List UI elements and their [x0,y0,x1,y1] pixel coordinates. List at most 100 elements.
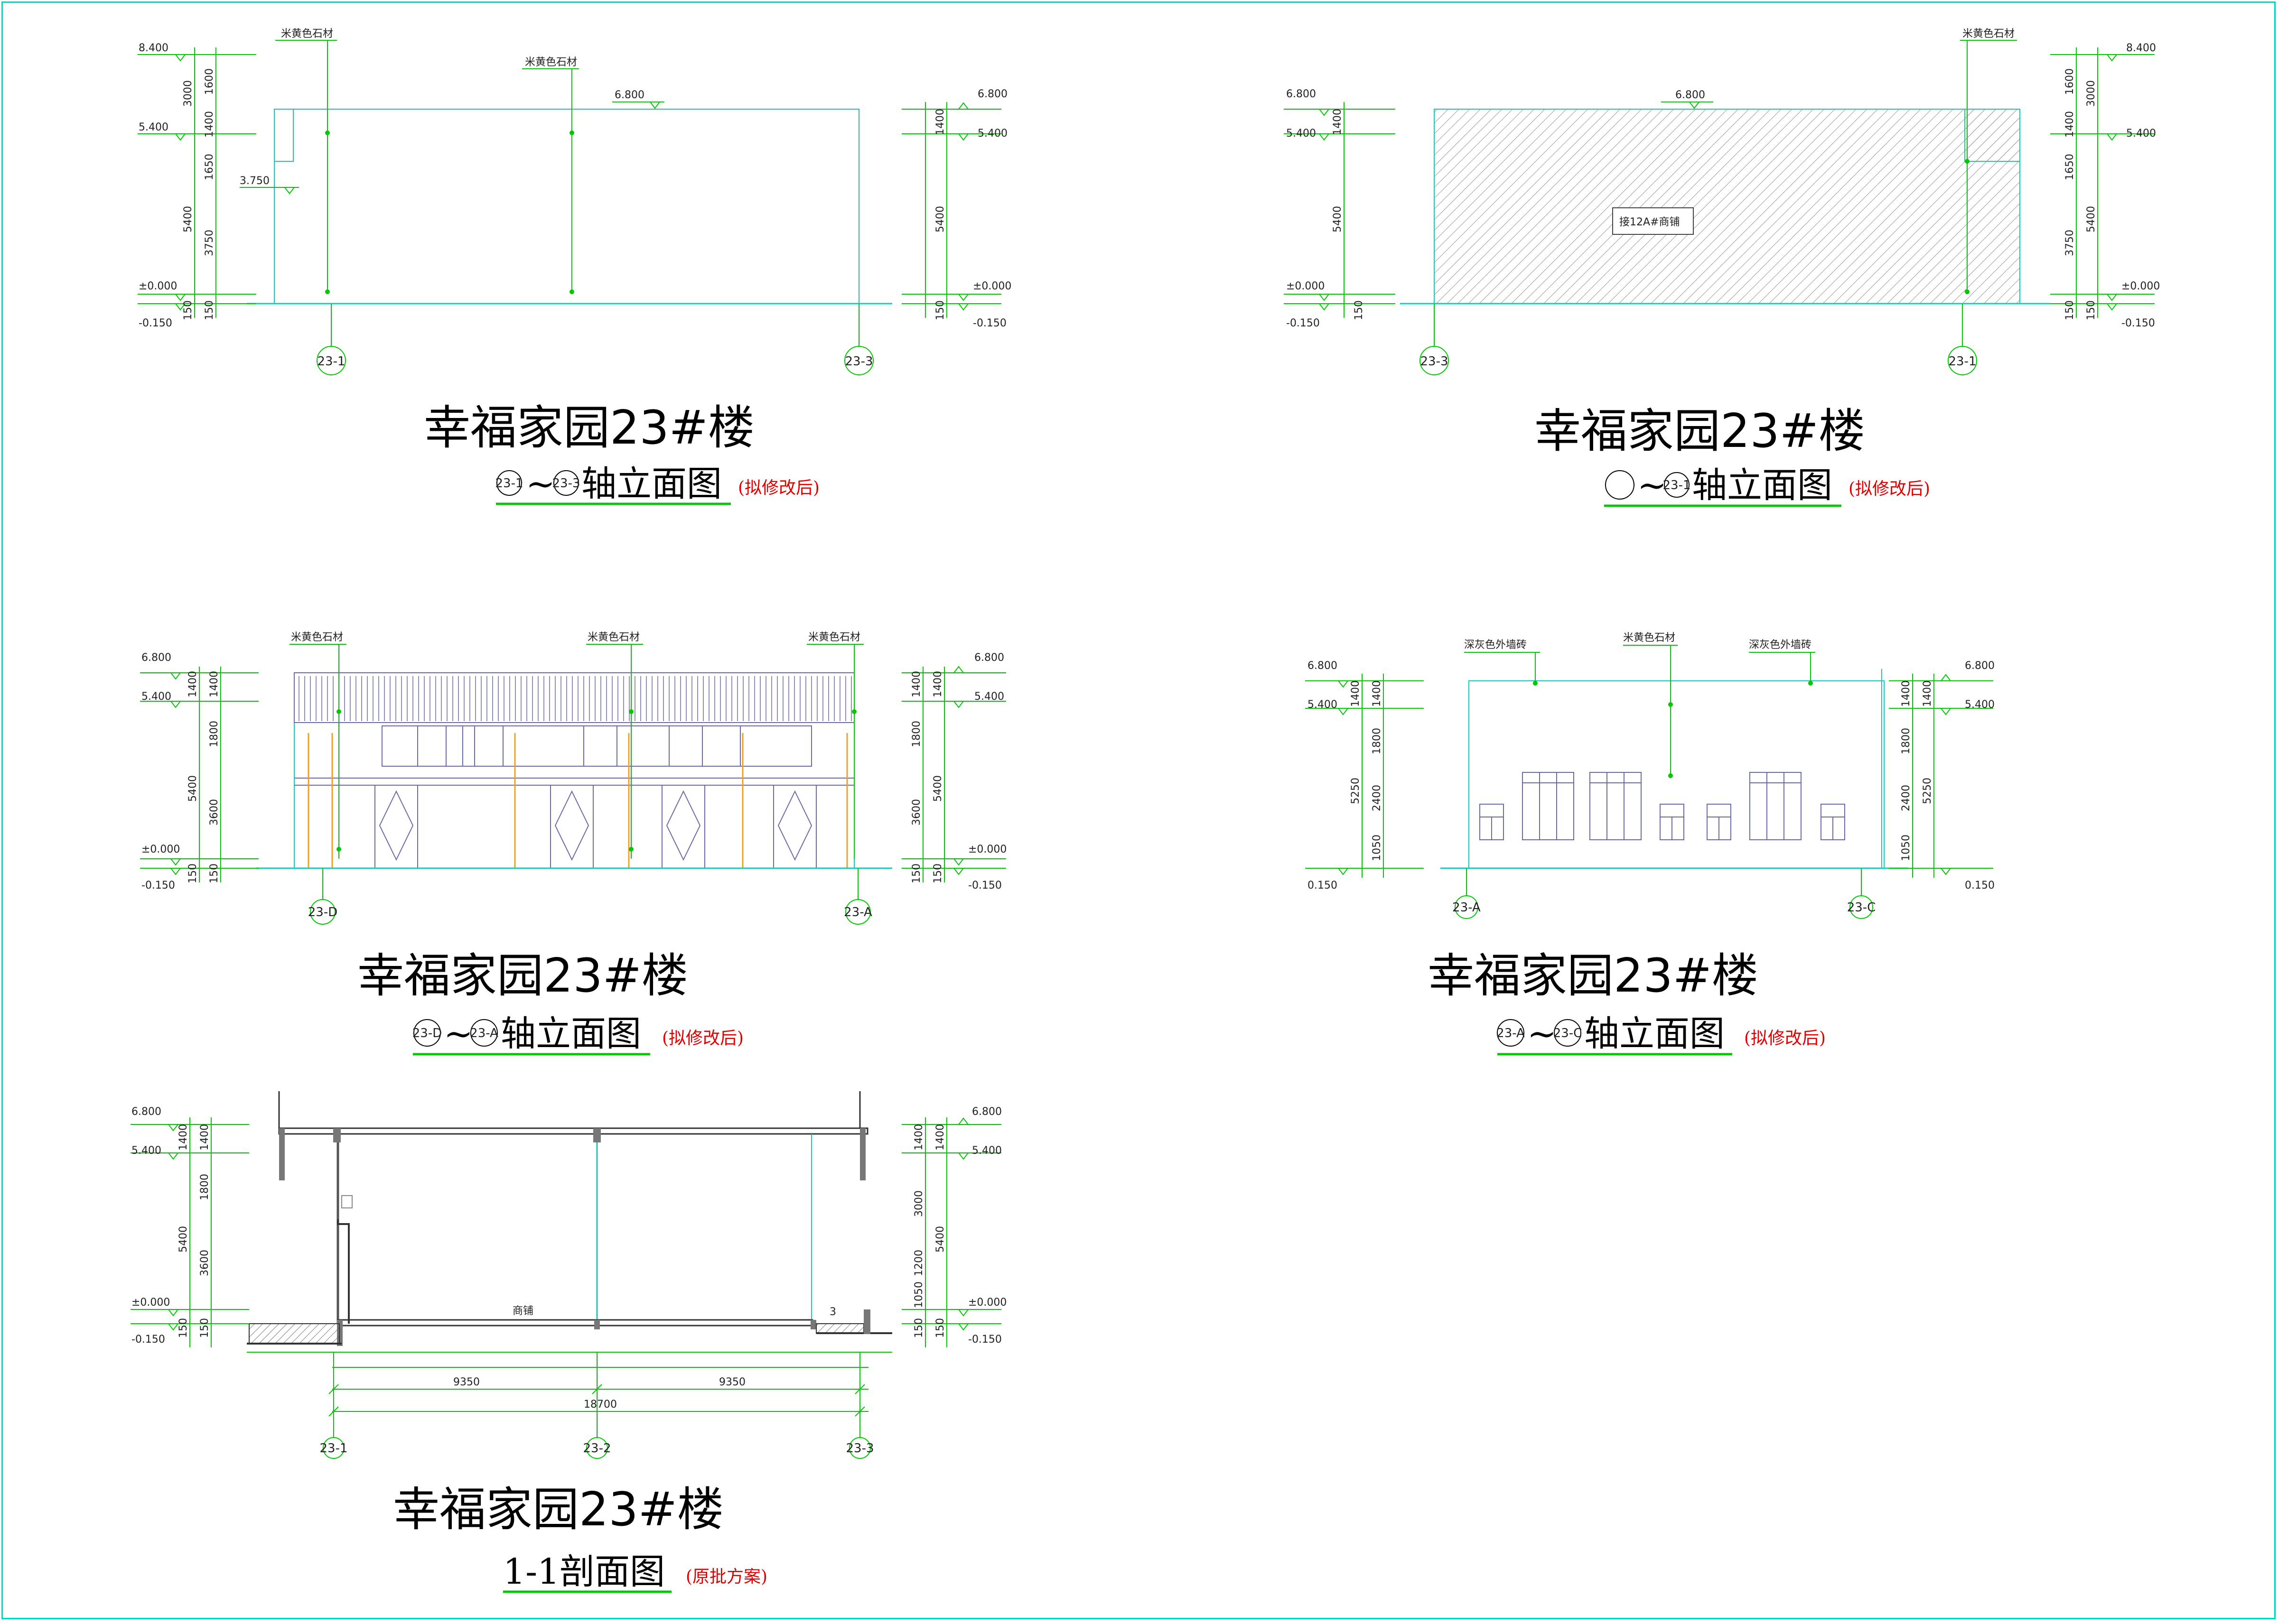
p5-left-elev-4: -0.150 [131,1334,165,1346]
p2-right-dim-inner-2: 1400 [2064,111,2076,138]
p1-building-outline [274,109,859,304]
p4-right-dim-outer-1: 1400 [1922,680,1933,707]
p1-top-level: 6.800 [615,89,644,101]
p3-right-dim-inner-3: 3600 [911,799,923,826]
p2-right-elev-1: 8.400 [2126,42,2156,54]
p5-note: (原批方案) [686,1567,767,1587]
p1-left-dim-inner-5: 150 [204,300,215,320]
p3-left-elev-4: -0.150 [141,880,175,891]
p1-right-dim-2: 5400 [934,206,946,232]
p2-right-elev-4: -0.150 [2121,317,2155,329]
p2-title: 幸福家园23#楼 [1534,404,1865,458]
p5-room-label-2: 3 [830,1306,836,1318]
p5-subtitle-text: 1-1剖面图 [503,1551,665,1592]
p4-left-elev-3: 0.150 [1307,880,1337,891]
p5-left-elev-1: 6.800 [131,1106,161,1118]
p4-right-dim-inner-4: 1050 [1900,835,1912,861]
p5-bottom-dim-2: 9350 [719,1376,746,1388]
p5-left-dim-outer-1: 1400 [177,1124,189,1151]
p1-left-dim-inner-4: 3750 [204,230,215,256]
p5-section-structure [247,1091,892,1353]
p4-material-label-2: 米黄色石材 [1623,632,1675,644]
p5-right-elev-4: -0.150 [968,1334,1002,1346]
p3-left-dim-inner-4: 150 [208,863,220,883]
panel-2-elevation: 接12A#商铺 米黄色石材 6.800 6.800 5.400 ±0.000 -… [1284,28,2160,507]
p2-left-elev-3: ±0.000 [1286,280,1325,292]
p2-right-dim-outer-2: 5400 [2085,206,2097,232]
p3-left-dim-outer-2: 5400 [187,775,199,802]
p2-subtitle-text: 轴立面图 [1692,465,1832,506]
p5-right-elev-3: ±0.000 [968,1297,1007,1308]
p3-left-dim-inner-1: 1400 [208,671,220,697]
p4-left-dim-inner-2: 1800 [1371,728,1383,754]
p4-subtitle-sep: ~ [1527,1013,1557,1054]
p5-right-dim-inner-3: 1200 [913,1250,925,1276]
p2-top-level: 6.800 [1675,89,1705,101]
p1-left-elev-4: ±0.000 [139,280,177,292]
p1-right-elev-4: -0.150 [973,317,1007,329]
p5-bottom-dim-3: 18700 [584,1399,617,1411]
p4-left-dim-inner-3: 2400 [1371,785,1383,811]
p2-note: (拟修改后) [1849,479,1930,499]
p5-left-elev-3: ±0.000 [131,1297,170,1308]
p5-left-dim-inner-1: 1400 [199,1124,211,1151]
p2-left-elev-4: -0.150 [1286,317,1320,329]
panel-4-elevation: 深灰色外墙砖 米黄色石材 深灰色外墙砖 6.800 5.400 0.150 14… [1305,632,1995,1056]
p5-left-dim-outer-2: 5400 [177,1226,189,1253]
p3-right-elev-4: -0.150 [968,880,1002,891]
p5-axis-2: 23-2 [583,1441,611,1456]
p4-left-dim-outer-1: 1400 [1350,680,1362,707]
p2-left-dim-1: 1400 [1332,109,1344,135]
p3-material-label-3: 米黄色石材 [808,631,860,643]
p2-left-elev-2: 5.400 [1286,128,1316,139]
p3-right-elev-1: 6.800 [974,652,1004,664]
p2-hatch-label: 接12A#商铺 [1619,216,1680,228]
p4-windows [1479,772,1845,840]
p2-right-elev-3: ±0.000 [2121,280,2160,292]
p2-axis-2: 23-1 [1948,354,1976,369]
p4-right-dim-inner-2: 1800 [1900,728,1912,754]
p1-right-elev-3: ±0.000 [973,280,1011,292]
p3-right-dim-outer-3: 150 [932,863,944,883]
p1-left-dim-inner-2: 1400 [204,111,215,138]
p4-axis-1: 23-A [1452,900,1481,915]
p4-note: (拟修改后) [1744,1029,1826,1048]
p4-right-dim-inner-3: 2400 [1900,785,1912,811]
p3-left-elev-1: 6.800 [141,652,171,664]
p1-left-dim-outer-2: 5400 [182,206,194,232]
p1-left-dim-inner-1: 1600 [204,68,215,95]
p3-right-dim-inner-4: 150 [911,863,923,883]
p1-subtitle-axis-a: 23-1 [495,476,523,491]
p1-left-elev-2: 5.400 [139,121,168,133]
panel-5-section: 商铺 3 6.800 5.400 ±0.000 -0.150 1400 5400… [131,1091,1007,1593]
p4-right-dim-inner-1: 1400 [1900,680,1912,707]
p5-left-dim-inner-3: 3600 [199,1250,211,1276]
p4-material-label-1: 深灰色外墙砖 [1464,639,1527,651]
p1-note: (拟修改后) [738,478,820,498]
p4-left-elev-2: 5.400 [1307,699,1337,711]
p2-right-dim-outer-1: 3000 [2085,80,2097,107]
p1-title: 幸福家园23#楼 [424,401,755,455]
p4-subtitle-axis-b: 23-C [1553,1026,1582,1040]
p1-right-elev-1: 6.800 [978,88,1008,100]
p3-subtitle-sep: ~ [444,1013,473,1054]
p4-material-label-3: 深灰色外墙砖 [1749,639,1811,651]
p3-right-elev-3: ±0.000 [968,844,1007,855]
p3-left-elev-3: ±0.000 [141,844,180,855]
p1-left-elev-1: 8.400 [139,42,168,54]
p2-right-dim-inner-3: 1650 [2064,154,2076,180]
p5-right-dim-inner-4: 1050 [913,1281,925,1308]
p4-right-elev-2: 5.400 [1965,699,1995,711]
p2-axis-1: 23-3 [1420,354,1448,369]
p1-right-elev-2: 5.400 [978,128,1008,139]
p3-subtitle-axis-a: 23-D [412,1026,442,1040]
p5-left-dim-outer-3: 150 [177,1318,189,1338]
p1-axis-2: 23-3 [845,354,873,369]
p3-material-label-2: 米黄色石材 [588,631,640,643]
p3-right-elev-2: 5.400 [974,691,1004,703]
p5-right-dim-outer-1: 1400 [934,1124,946,1151]
p3-left-dim-inner-3: 3600 [208,799,220,826]
p5-left-dim-inner-4: 150 [199,1318,211,1338]
p2-left-elev-1: 6.800 [1286,88,1316,100]
p4-axis-2: 23-C [1847,900,1876,915]
